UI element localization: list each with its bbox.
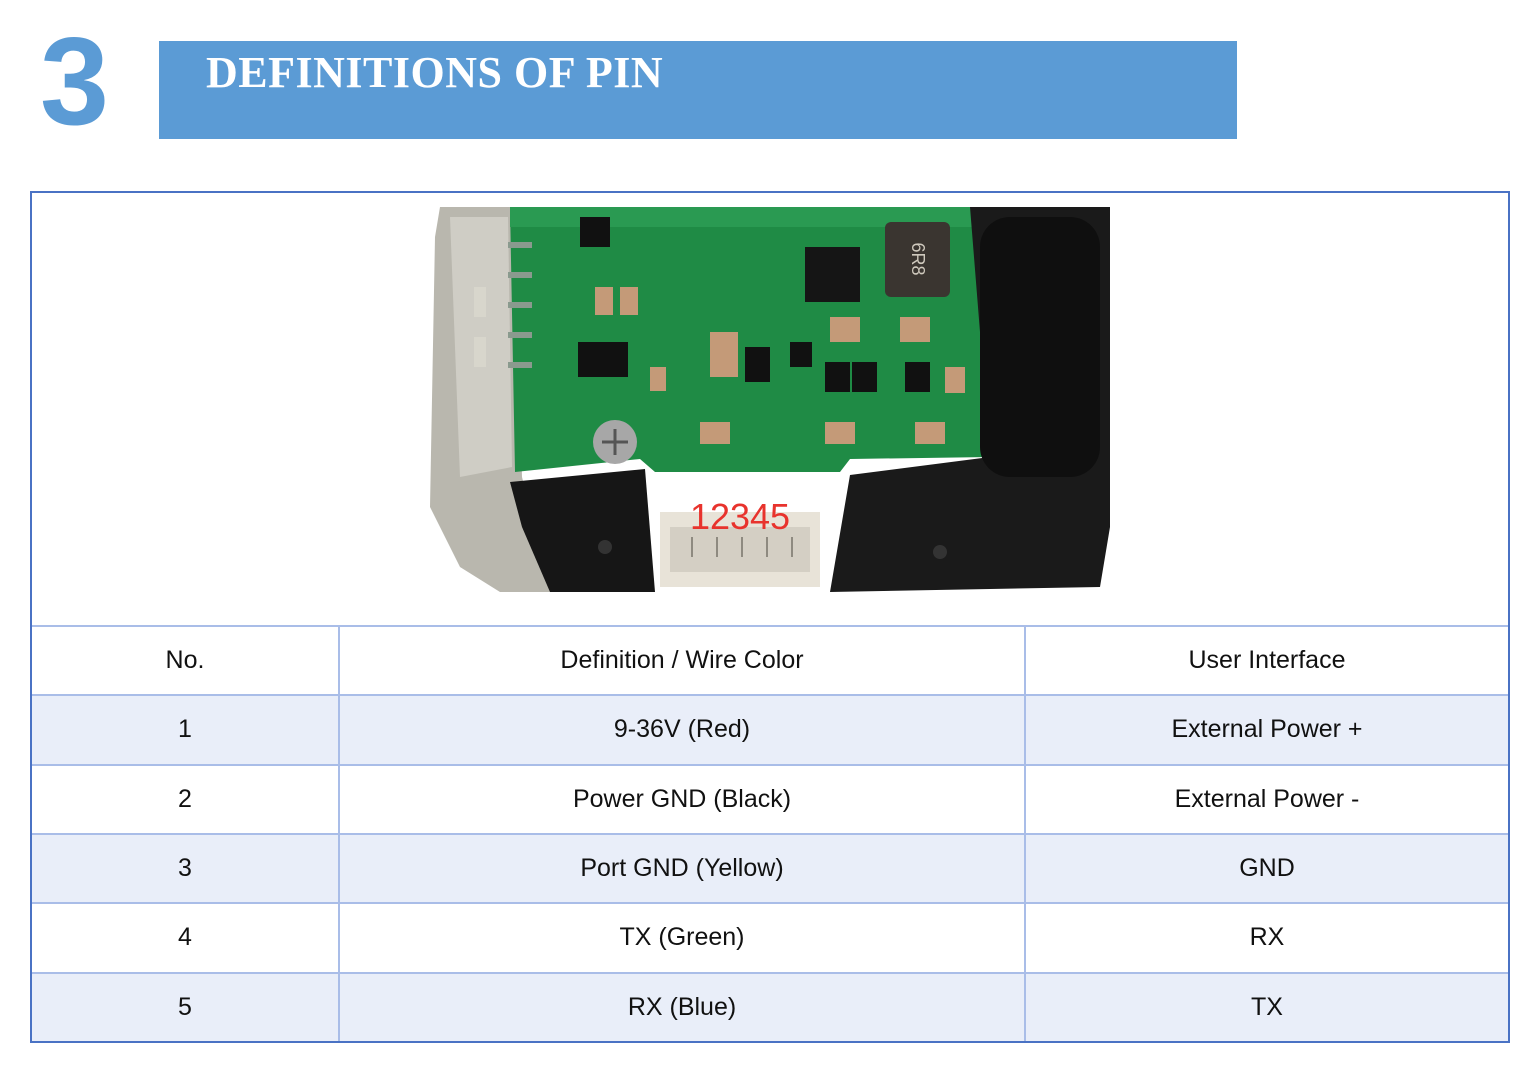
table-header-row: No. Definition / Wire Color User Interfa… xyxy=(32,627,1508,697)
connector-pin-numbers: 12345 xyxy=(690,496,790,537)
pin-number: 4 xyxy=(32,903,340,974)
pin-interface: External Power - xyxy=(1025,764,1508,835)
table-row: 2 Power GND (Black) External Power - xyxy=(32,764,1508,835)
table-row: 1 9-36V (Red) External Power + xyxy=(32,695,1508,766)
pin-interface: TX xyxy=(1025,972,1508,1041)
table-row: 4 TX (Green) RX xyxy=(32,903,1508,974)
pin-interface: GND xyxy=(1025,833,1508,905)
section-number: 3 xyxy=(40,13,109,151)
pin-definition: Port GND (Yellow) xyxy=(339,833,1026,905)
table-row: 5 RX (Blue) TX xyxy=(32,972,1508,1041)
section-title-bar: DEFINITIONS OF PIN xyxy=(159,41,1237,139)
module-photo-cell: 6R8 xyxy=(32,193,1508,627)
header-no: No. xyxy=(32,627,340,697)
pin-interface: RX xyxy=(1025,903,1508,974)
table-row: 3 Port GND (Yellow) GND xyxy=(32,833,1508,905)
inductor-marking: 6R8 xyxy=(908,242,928,275)
pin-number: 1 xyxy=(32,695,340,766)
pin-number: 2 xyxy=(32,764,340,835)
pin-definition: 9-36V (Red) xyxy=(339,695,1026,766)
pin-definition-table: No. Definition / Wire Color User Interfa… xyxy=(32,627,1508,1041)
header-user-interface: User Interface xyxy=(1025,627,1508,697)
pin-definition: TX (Green) xyxy=(339,903,1026,974)
pin-interface: External Power + xyxy=(1025,695,1508,766)
pin-definition-panel: 6R8 xyxy=(30,191,1510,1043)
header-definition: Definition / Wire Color xyxy=(339,627,1026,697)
pin-definition: RX (Blue) xyxy=(339,972,1026,1041)
pin-number: 5 xyxy=(32,972,340,1041)
module-photo: 6R8 xyxy=(430,207,1110,592)
pin-number: 3 xyxy=(32,833,340,905)
section-title: DEFINITIONS OF PIN xyxy=(206,48,664,97)
pin-definition: Power GND (Black) xyxy=(339,764,1026,835)
